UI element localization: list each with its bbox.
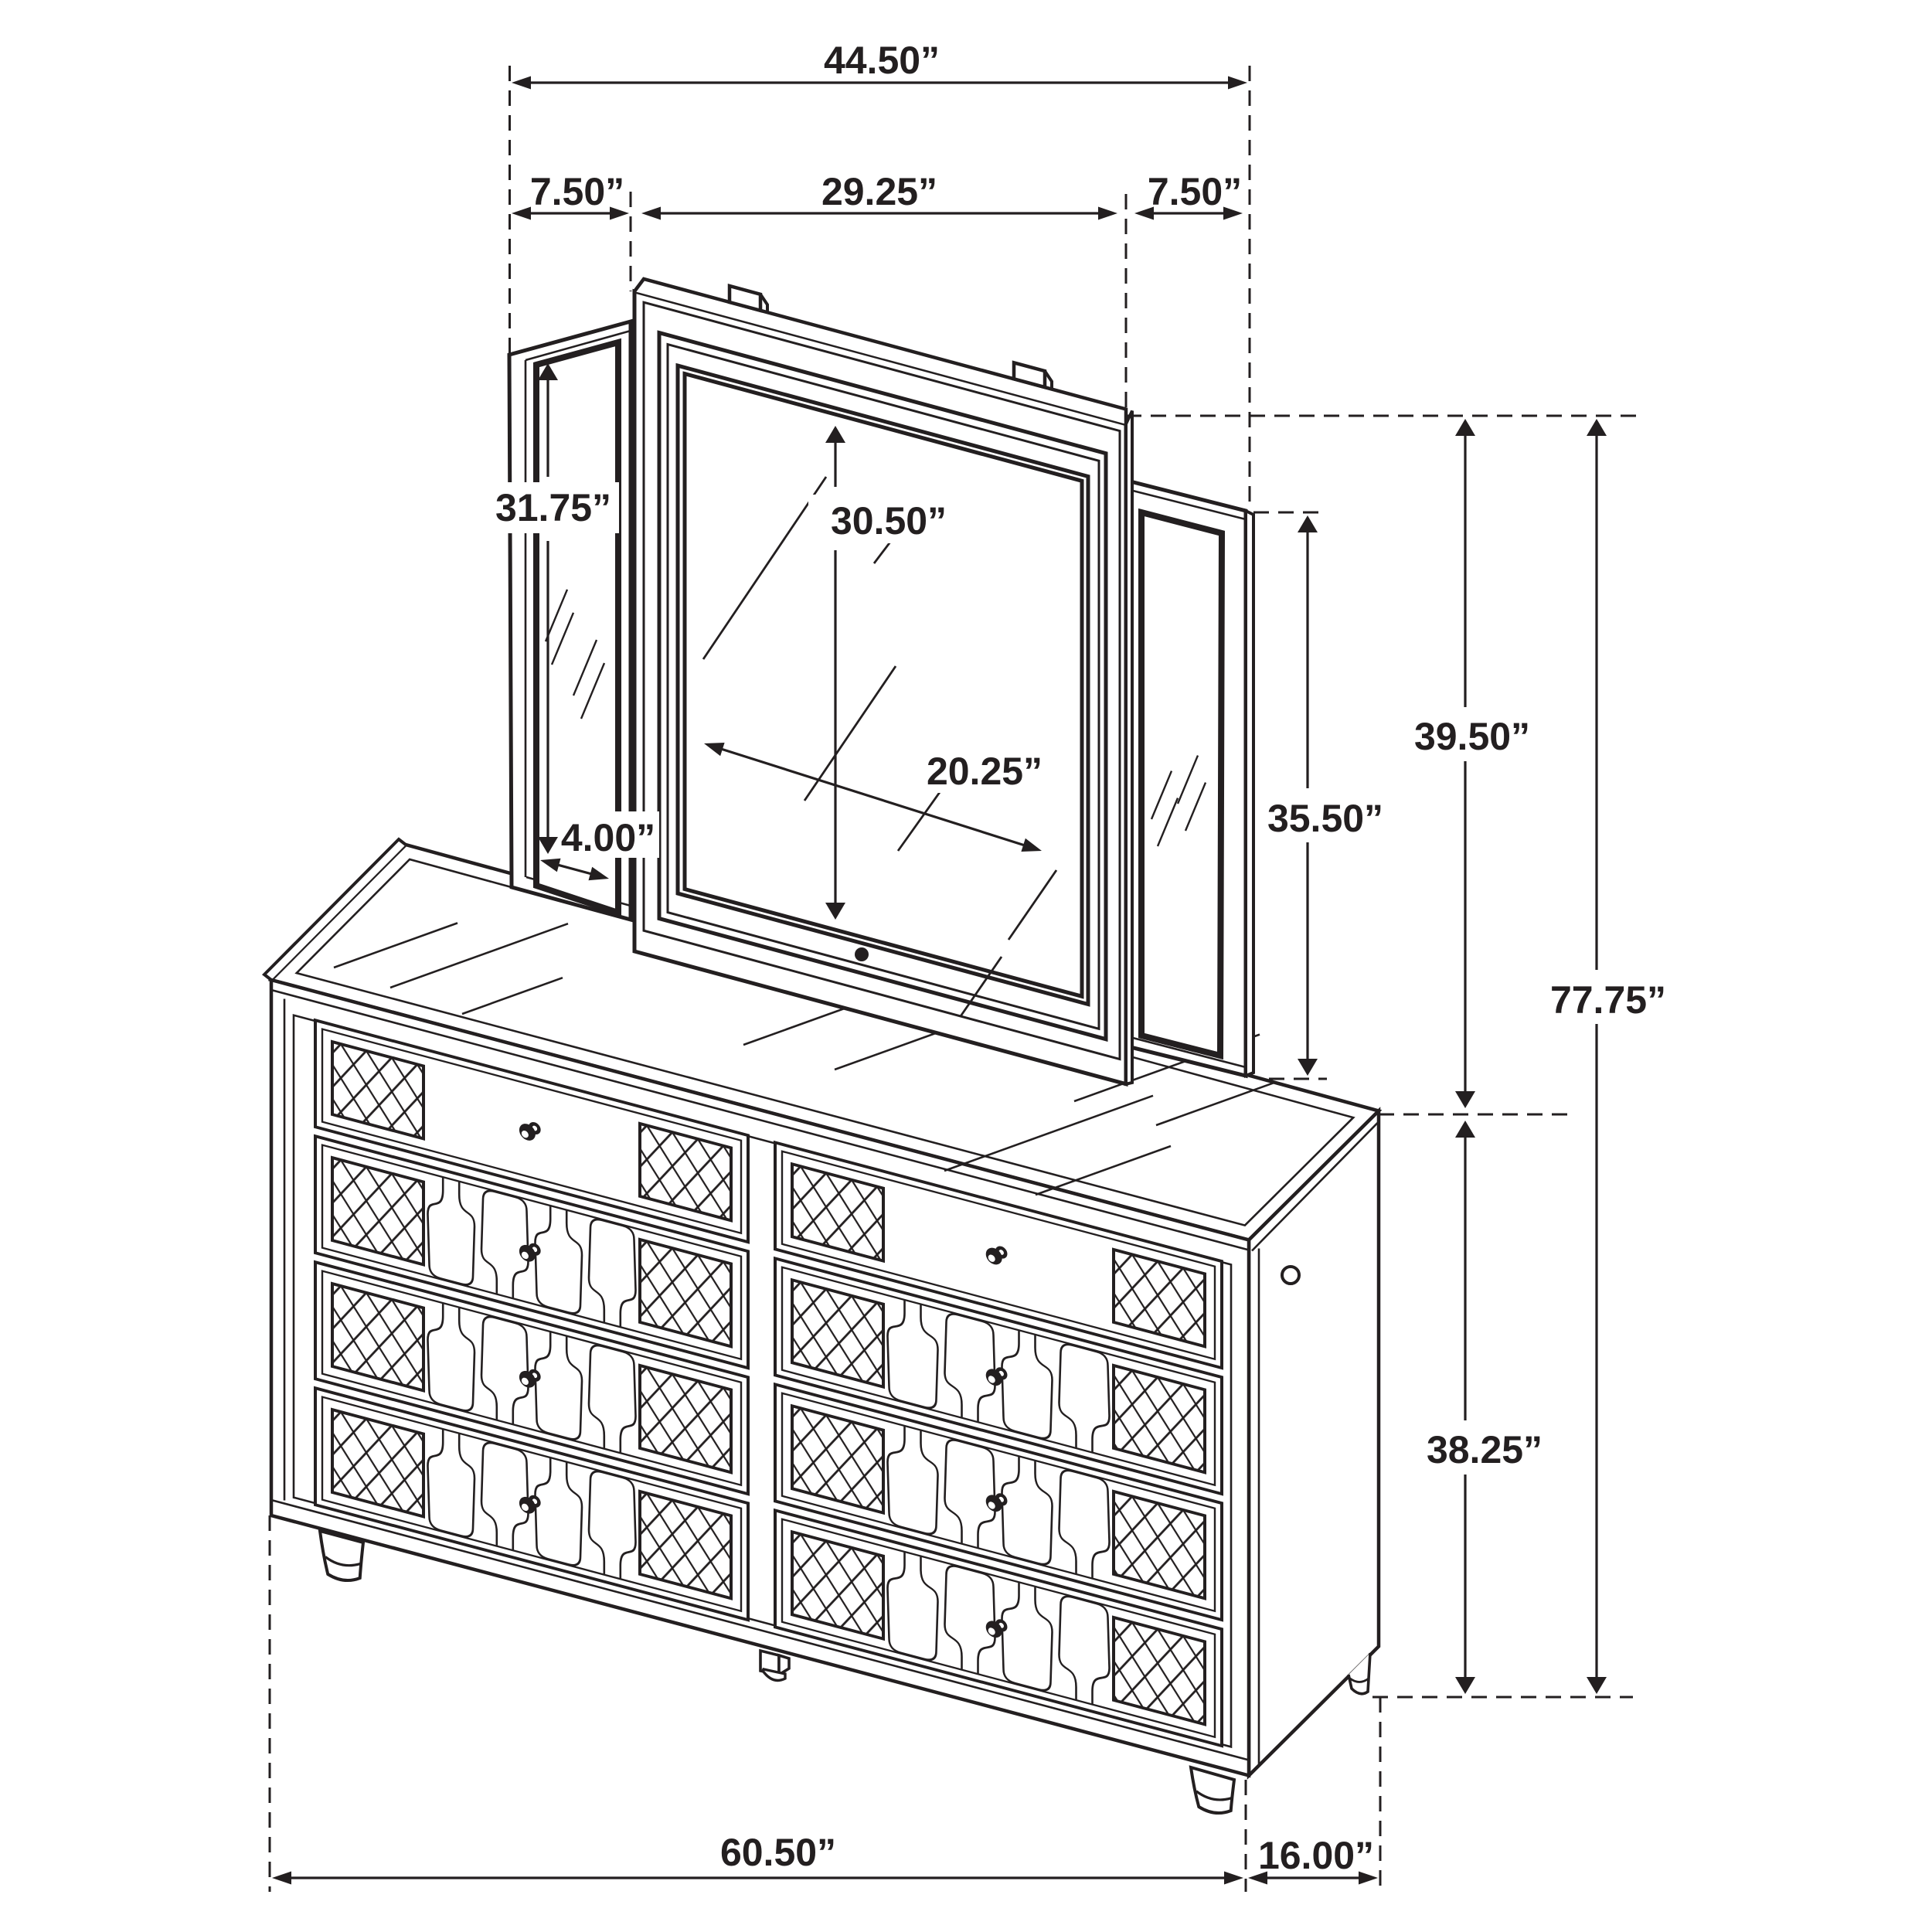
svg-text:7.50”: 7.50” (530, 170, 624, 213)
svg-text:29.25”: 29.25” (821, 170, 937, 213)
svg-text:77.75”: 77.75” (1550, 978, 1666, 1022)
svg-text:7.50”: 7.50” (1148, 170, 1242, 213)
svg-text:60.50”: 60.50” (720, 1831, 836, 1874)
svg-text:30.50”: 30.50” (831, 499, 947, 543)
svg-text:20.25”: 20.25” (927, 750, 1043, 793)
svg-text:4.00”: 4.00” (561, 816, 655, 859)
svg-text:16.00”: 16.00” (1258, 1834, 1374, 1877)
svg-text:38.25”: 38.25” (1427, 1428, 1543, 1471)
svg-text:35.50”: 35.50” (1267, 797, 1383, 840)
svg-text:31.75”: 31.75” (495, 486, 611, 529)
svg-text:44.50”: 44.50” (824, 39, 940, 82)
svg-text:39.50”: 39.50” (1414, 715, 1530, 758)
